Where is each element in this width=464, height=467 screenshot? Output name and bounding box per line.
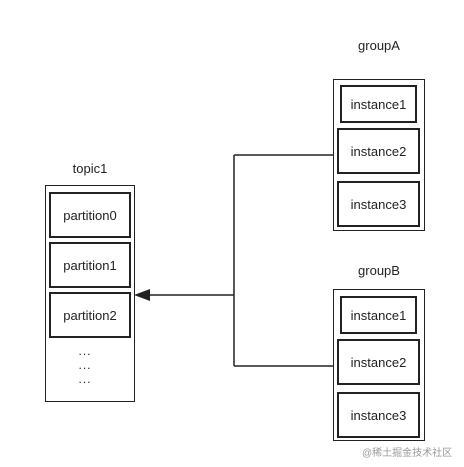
instance-label: instance2 xyxy=(350,143,407,159)
ellipsis-line: ... xyxy=(78,372,92,386)
instance-label: instance1 xyxy=(350,307,407,323)
partition-label: partition1 xyxy=(63,257,117,273)
arrow-head xyxy=(134,289,150,301)
ellipsis: ... ... ... xyxy=(45,344,125,386)
partition-label: partition0 xyxy=(63,207,117,223)
partition-box: partition0 xyxy=(49,192,131,238)
partition-box: partition2 xyxy=(49,292,131,338)
instance-label: instance3 xyxy=(350,407,407,423)
instance-box: instance1 xyxy=(340,296,417,334)
instance-box: instance3 xyxy=(337,392,420,438)
instance-label: instance1 xyxy=(350,96,407,112)
instance-box: instance3 xyxy=(337,181,420,227)
instance-label: instance3 xyxy=(350,196,407,212)
topic-title: topic1 xyxy=(72,161,108,176)
ellipsis-line: ... xyxy=(78,344,92,358)
groupA-title: groupA xyxy=(358,38,400,53)
instance-box: instance2 xyxy=(337,339,420,385)
partition-box: partition1 xyxy=(49,242,131,288)
groupB-title: groupB xyxy=(358,263,400,278)
ellipsis-line: ... xyxy=(78,358,92,372)
watermark: @稀土掘金技术社区 xyxy=(362,448,453,459)
instance-box: instance1 xyxy=(340,85,417,123)
instance-box: instance2 xyxy=(337,128,420,174)
instance-label: instance2 xyxy=(350,354,407,370)
partition-label: partition2 xyxy=(63,307,117,323)
